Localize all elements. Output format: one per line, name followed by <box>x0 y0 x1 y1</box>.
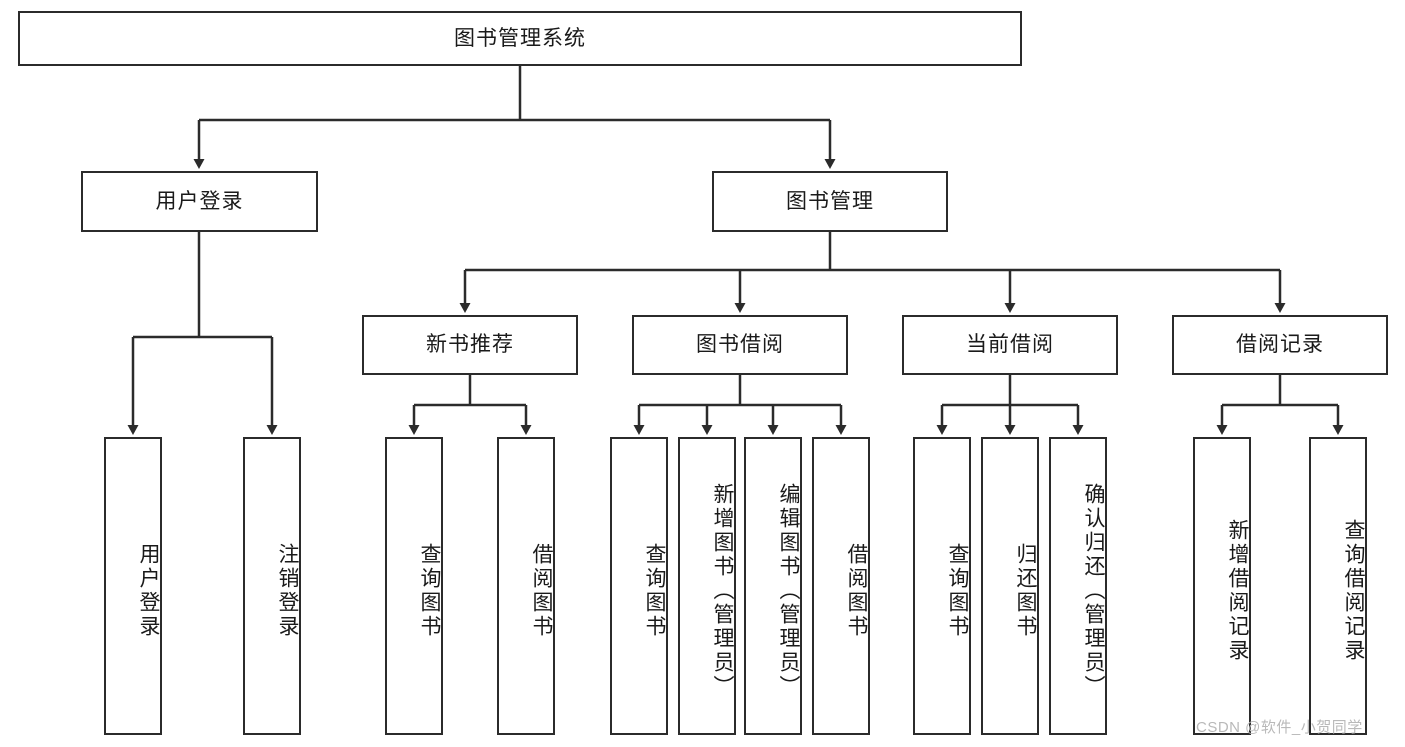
node-label: 借阅图书 <box>845 543 868 639</box>
node-label: 归还图书 <box>1014 543 1037 639</box>
node-new-book-recommend[interactable]: 新书推荐 <box>362 315 578 375</box>
leaf-user-login-logout[interactable]: 注销登录 <box>243 437 301 735</box>
node-label: 查询图书 <box>643 543 666 639</box>
leaf-current-confirm-return[interactable]: 确认归还（管理员） <box>1049 437 1107 735</box>
node-root-system[interactable]: 图书管理系统 <box>18 11 1022 66</box>
leaf-borrow-query-book[interactable]: 查询图书 <box>610 437 668 735</box>
node-label: 新增图书（管理员） <box>711 483 734 699</box>
node-label: 查询借阅记录 <box>1342 519 1365 663</box>
node-label: 新增借阅记录 <box>1226 519 1249 663</box>
node-book-management[interactable]: 图书管理 <box>712 171 948 232</box>
leaf-borrow-edit-book[interactable]: 编辑图书（管理员） <box>744 437 802 735</box>
leaf-borrow-add-book[interactable]: 新增图书（管理员） <box>678 437 736 735</box>
leaf-borrow-borrow-book[interactable]: 借阅图书 <box>812 437 870 735</box>
leaf-records-add-record[interactable]: 新增借阅记录 <box>1193 437 1251 735</box>
leaf-recommend-query-book[interactable]: 查询图书 <box>385 437 443 735</box>
node-label: 图书借阅 <box>696 333 784 357</box>
leaf-records-query-record[interactable]: 查询借阅记录 <box>1309 437 1367 735</box>
leaf-current-query-book[interactable]: 查询图书 <box>913 437 971 735</box>
node-label: 当前借阅 <box>966 333 1054 357</box>
watermark-text: CSDN @软件_小贺同学 <box>1196 719 1363 736</box>
node-label: 借阅图书 <box>530 543 553 639</box>
node-label: 注销登录 <box>276 543 299 639</box>
node-label: 用户登录 <box>155 189 244 213</box>
node-label: 图书管理 <box>786 189 874 213</box>
node-current-borrow[interactable]: 当前借阅 <box>902 315 1118 375</box>
node-borrow-records[interactable]: 借阅记录 <box>1172 315 1388 375</box>
node-label: 新书推荐 <box>426 333 514 357</box>
leaf-current-return-book[interactable]: 归还图书 <box>981 437 1039 735</box>
node-label: 查询图书 <box>418 543 441 639</box>
node-label: 确认归还（管理员） <box>1082 483 1105 699</box>
leaf-recommend-borrow-book[interactable]: 借阅图书 <box>497 437 555 735</box>
node-label: 图书管理系统 <box>454 26 586 50</box>
node-book-borrow[interactable]: 图书借阅 <box>632 315 848 375</box>
leaf-user-login-login[interactable]: 用户登录 <box>104 437 162 735</box>
node-user-login[interactable]: 用户登录 <box>81 171 318 232</box>
node-label: 查询图书 <box>946 543 969 639</box>
node-label: 借阅记录 <box>1236 333 1324 357</box>
node-label: 编辑图书（管理员） <box>777 483 800 699</box>
node-label: 用户登录 <box>137 543 160 639</box>
